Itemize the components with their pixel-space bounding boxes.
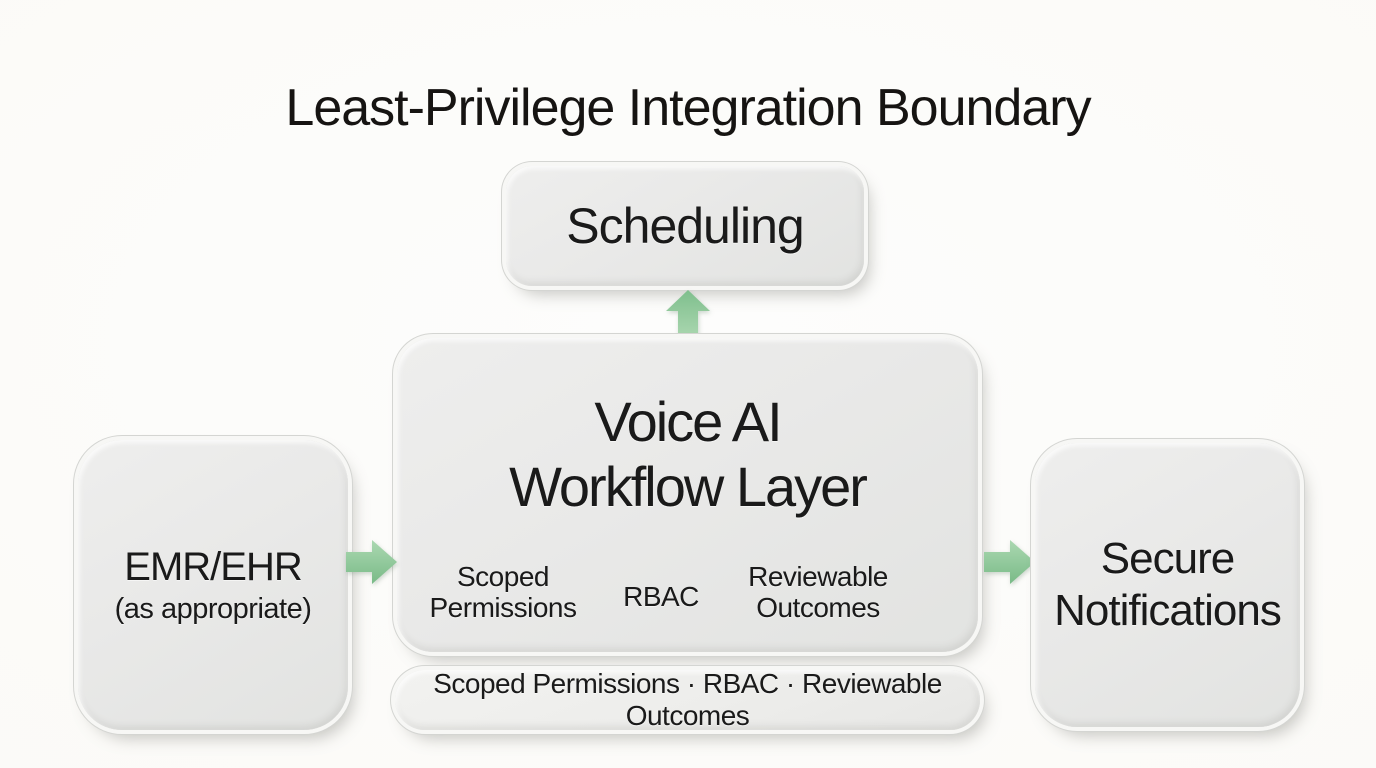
- node-voice-ai-workflow-layer: Voice AI Workflow Layer Scoped Permissio…: [397, 338, 978, 652]
- node-emr-ehr: EMR/EHR (as appropriate): [78, 440, 348, 730]
- up-arrow-icon: [666, 290, 710, 336]
- guardrails-pill: Scoped Permissions · RBAC · Reviewable O…: [395, 668, 980, 731]
- secure-notifications-label: Secure Notifications: [1054, 534, 1282, 635]
- workflow-feature-reviewable-outcomes: Reviewable Outcomes: [748, 561, 888, 623]
- node-scheduling: Scheduling: [506, 166, 864, 286]
- workflow-layer-title: Voice AI Workflow Layer: [509, 390, 868, 518]
- right-arrow-workflow-to-secure-icon: [984, 540, 1035, 584]
- diagram-title: Least-Privilege Integration Boundary: [285, 79, 1091, 137]
- node-secure-notifications: Secure Notifications: [1035, 443, 1300, 727]
- emr-ehr-sublabel: (as appropriate): [114, 592, 312, 625]
- right-arrow-emr-to-workflow-icon: [346, 540, 397, 584]
- scheduling-label: Scheduling: [566, 198, 804, 254]
- workflow-feature-scoped-permissions: Scoped Permissions: [429, 561, 577, 623]
- emr-ehr-label: EMR/EHR: [124, 544, 302, 589]
- guardrails-pill-label: Scoped Permissions · RBAC · Reviewable O…: [433, 668, 942, 731]
- workflow-feature-rbac: RBAC: [623, 581, 699, 612]
